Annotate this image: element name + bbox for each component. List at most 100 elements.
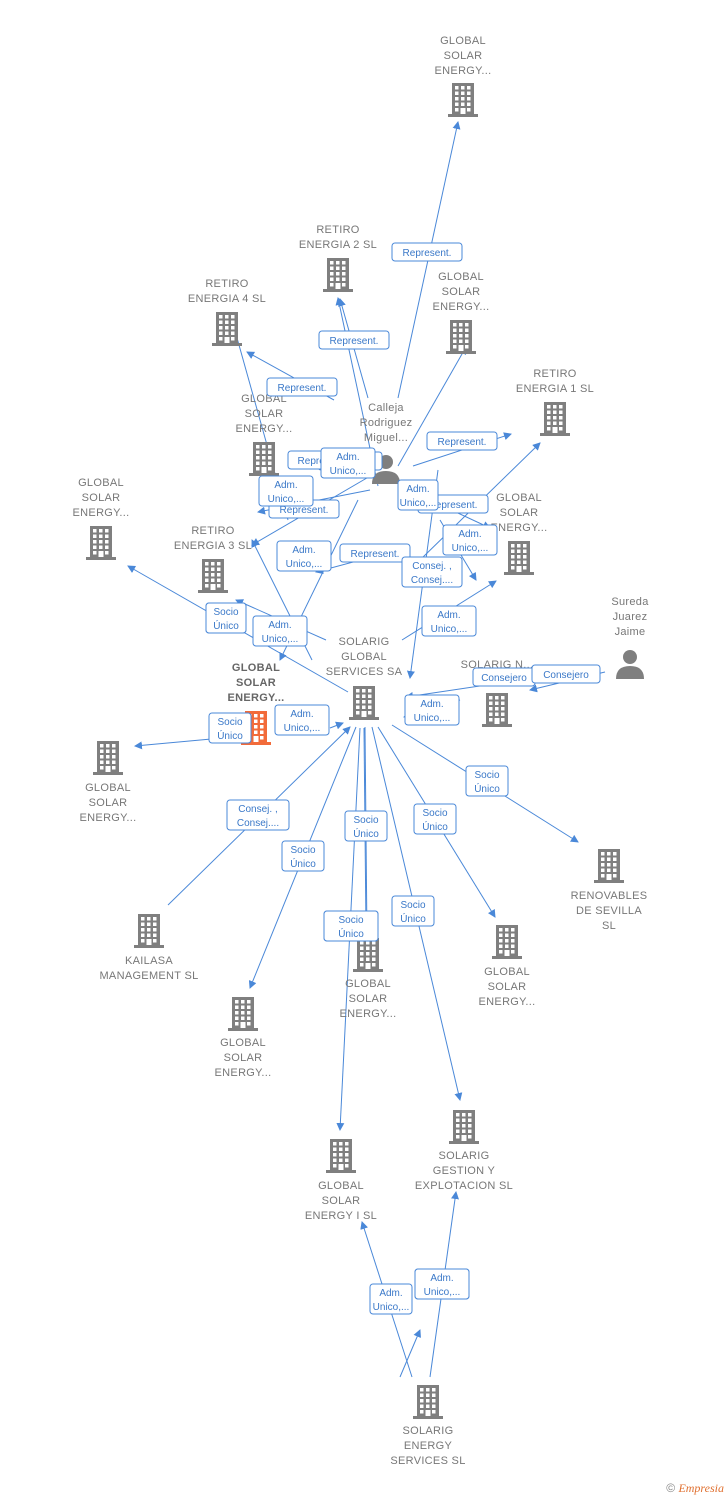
node-label: ENERGY...: [73, 507, 130, 519]
building-icon[interactable]: [492, 925, 522, 959]
building-icon[interactable]: [212, 312, 242, 346]
relationship-label-text: Unico,...: [414, 713, 451, 724]
node-label: GLOBAL: [78, 477, 124, 489]
company-node[interactable]: SOLARIG N...: [461, 659, 534, 727]
building-icon[interactable]: [413, 1385, 443, 1419]
company-node[interactable]: GLOBALSOLARENERGY...: [340, 938, 397, 1020]
node-label: RETIRO: [205, 278, 248, 290]
company-node[interactable]: GLOBALSOLARENERGY...: [80, 741, 137, 824]
node-label: ENERGIA 2 SL: [299, 239, 377, 251]
node-label: SOLARIG: [338, 636, 389, 648]
building-icon[interactable]: [326, 1139, 356, 1173]
company-node[interactable]: GLOBALSOLARENERGY...: [491, 492, 548, 575]
node-label: RETIRO: [533, 368, 576, 380]
relationship-label[interactable]: Adm.Unico,...: [276, 540, 332, 572]
brand-logo[interactable]: Empresia: [678, 1481, 724, 1495]
relationship-label-text: Socio: [422, 808, 447, 819]
building-icon[interactable]: [249, 442, 279, 476]
node-label: Jaime: [615, 626, 646, 638]
relationship-label[interactable]: Represent.: [426, 431, 498, 451]
relationship-label-text: Socio: [290, 845, 315, 856]
building-icon[interactable]: [93, 741, 123, 775]
building-icon[interactable]: [86, 526, 116, 560]
building-icon[interactable]: [228, 997, 258, 1031]
company-node[interactable]: GLOBALSOLARENERGY...: [433, 271, 490, 354]
node-label: SOLAR: [224, 1052, 263, 1064]
relationship-label-text: Unico,...: [400, 498, 437, 509]
building-icon[interactable]: [504, 541, 534, 575]
building-icon[interactable]: [353, 938, 383, 972]
company-node[interactable]: GLOBALSOLARENERGY...: [435, 35, 492, 117]
relationship-label-text: Único: [422, 820, 448, 833]
relationship-label-text: Unico,...: [262, 634, 299, 645]
relationship-label[interactable]: Consejero: [531, 664, 601, 684]
company-node[interactable]: GLOBALSOLARENERGY...: [215, 997, 272, 1079]
node-label: SL: [602, 920, 616, 932]
relationship-label-text: Unico,...: [284, 723, 321, 734]
relationship-label[interactable]: Adm.Unico,...: [274, 704, 330, 736]
relationship-label[interactable]: Consej. ,Consej....: [226, 799, 290, 831]
relationship-label[interactable]: Adm. Unico,...: [252, 615, 308, 647]
building-icon[interactable]: [323, 258, 353, 292]
building-icon[interactable]: [594, 849, 624, 883]
building-icon[interactable]: [446, 320, 476, 354]
relationship-label[interactable]: Represent.: [339, 543, 411, 563]
building-icon[interactable]: [448, 83, 478, 117]
building-icon[interactable]: [198, 559, 228, 593]
building-icon[interactable]: [349, 686, 379, 720]
relationship-label-text: Socio: [217, 717, 242, 728]
node-label: ENERGY...: [479, 996, 536, 1008]
company-node[interactable]: GLOBALSOLARENERGY...: [236, 393, 293, 476]
relationship-label[interactable]: Adm.Unico,...: [442, 524, 498, 556]
node-label: ENERGIA 3 SL: [174, 540, 252, 552]
relationship-label-text: Adm.: [268, 620, 291, 631]
relationship-label[interactable]: Adm.Unico,...: [258, 475, 314, 507]
relationship-label[interactable]: Adm.Unico,...: [414, 1268, 470, 1300]
relationship-label[interactable]: Adm.Unico,...: [369, 1283, 413, 1315]
relationship-label-text: Represent.: [330, 336, 379, 347]
node-label: ENERGY...: [435, 65, 492, 77]
relationship-label[interactable]: Represent.: [266, 377, 338, 397]
building-icon[interactable]: [449, 1110, 479, 1144]
relationship-label-text: Consej....: [237, 818, 279, 829]
company-node[interactable]: GLOBALSOLARENERGY...: [73, 477, 130, 560]
relationship-label-text: Único: [474, 782, 500, 795]
relationship-label[interactable]: Consejero: [472, 667, 536, 687]
person-icon[interactable]: [616, 650, 644, 679]
relationship-edge: [399, 1329, 421, 1378]
relationship-label[interactable]: Adm.Unico,...: [404, 694, 460, 726]
building-icon[interactable]: [540, 402, 570, 436]
node-label: SOLAR: [236, 677, 276, 689]
copyright-icon: ©: [666, 1481, 676, 1495]
relationship-label[interactable]: Represent.: [391, 242, 463, 262]
node-label: SOLARIG: [402, 1425, 453, 1437]
relationship-label[interactable]: Adm.Unico,...: [397, 479, 439, 511]
building-icon[interactable]: [482, 693, 512, 727]
relationship-label[interactable]: Consej. ,Consej....: [401, 556, 463, 588]
relationship-label[interactable]: Adm.Unico,...: [421, 605, 477, 637]
node-label: ENERGY...: [433, 301, 490, 313]
relationship-label[interactable]: Adm.Unico,...: [320, 447, 376, 479]
building-icon[interactable]: [134, 914, 164, 948]
company-node[interactable]: GLOBALSOLARENERGY...: [479, 925, 536, 1008]
relationship-label[interactable]: Represent.: [318, 330, 390, 350]
